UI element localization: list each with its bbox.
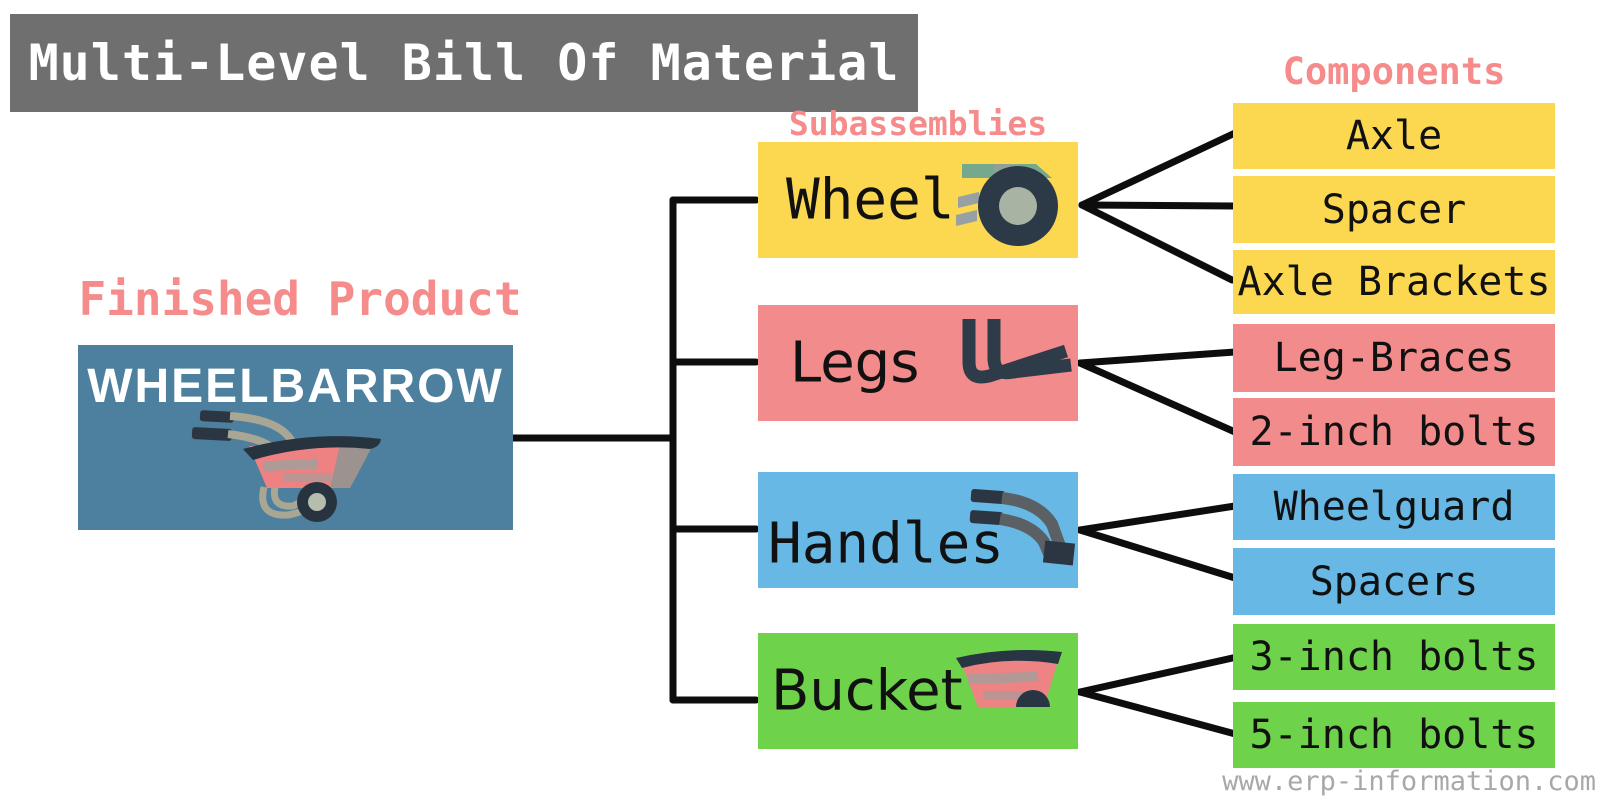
component-label: Axle bbox=[1345, 113, 1443, 159]
subassembly-label: Wheel bbox=[786, 167, 955, 233]
finished-product-name: WHEELBARROW bbox=[87, 360, 504, 413]
subassembly-node-handles: Handles bbox=[758, 472, 1078, 588]
subassembly-node-wheel: Wheel bbox=[758, 142, 1078, 258]
component-node-5-inch-bolts: 5-inch bolts bbox=[1233, 702, 1555, 768]
component-label: Spacers bbox=[1309, 558, 1479, 605]
subassembly-node-bucket: Bucket bbox=[758, 633, 1078, 749]
wheel-icon bbox=[956, 164, 1058, 246]
component-node-3-inch-bolts: 3-inch bolts bbox=[1233, 624, 1555, 690]
component-label: 5-inch bolts bbox=[1249, 712, 1539, 758]
handles-icon bbox=[969, 489, 1076, 566]
wheelbarrow-icon bbox=[191, 410, 381, 522]
subassemblies-label: Subassemblies bbox=[788, 104, 1048, 143]
component-label: 2-inch bolts bbox=[1249, 409, 1539, 455]
bucket-icon bbox=[956, 650, 1062, 707]
component-label: Spacer bbox=[1321, 186, 1467, 233]
page-title: Multi-Level Bill Of Material bbox=[28, 34, 900, 92]
subassembly-label: Legs bbox=[790, 330, 920, 396]
component-node-wheelguard: Wheelguard bbox=[1233, 474, 1555, 540]
legs-icon bbox=[962, 319, 1072, 384]
component-node-spacer: Spacer bbox=[1233, 176, 1555, 243]
subassembly-label: Handles bbox=[768, 511, 1005, 577]
subassembly-label: Bucket bbox=[771, 658, 963, 724]
component-node-leg-braces: Leg-Braces bbox=[1233, 324, 1555, 392]
title-banner: Multi-Level Bill Of Material bbox=[10, 14, 918, 112]
component-node-axle: Axle bbox=[1233, 103, 1555, 169]
component-label: Wheelguard bbox=[1273, 484, 1515, 530]
components-label: Components bbox=[1282, 50, 1506, 93]
component-node-axle-brackets: Axle Brackets bbox=[1233, 250, 1555, 314]
watermark: www.erp-information.com bbox=[1222, 766, 1596, 797]
component-node-spacers: Spacers bbox=[1233, 548, 1555, 615]
finished-product-label: Finished Product bbox=[78, 272, 522, 326]
finished-product-node: WHEELBARROW bbox=[78, 345, 513, 530]
subassembly-node-legs: Legs bbox=[758, 305, 1078, 421]
component-label: 3-inch bolts bbox=[1249, 634, 1539, 680]
component-label: Axle Brackets bbox=[1237, 259, 1551, 305]
component-label: Leg-Braces bbox=[1273, 335, 1515, 381]
component-node-2-inch-bolts: 2-inch bolts bbox=[1233, 398, 1555, 466]
